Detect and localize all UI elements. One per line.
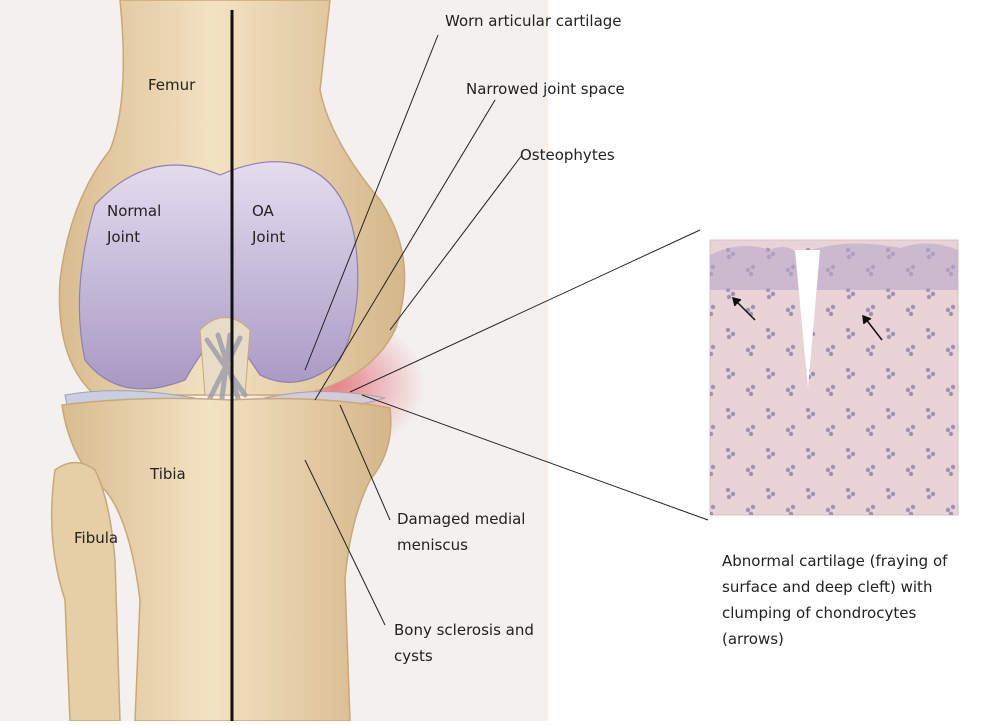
label-narrowed-space: Narrowed joint space: [466, 78, 625, 100]
histology-inset: [710, 240, 958, 515]
label-sclerosis-2: cysts: [394, 645, 433, 667]
label-meniscus-2: meniscus: [397, 534, 468, 556]
label-normal-joint-2: Joint: [107, 226, 140, 248]
label-fibula: Fibula: [74, 527, 118, 549]
frayed-surface: [710, 243, 958, 290]
label-oa-joint-2: Joint: [252, 226, 285, 248]
label-meniscus-1: Damaged medial: [397, 508, 525, 530]
label-oa-joint-1: OA: [252, 200, 274, 222]
label-tibia: Tibia: [150, 463, 186, 485]
caption-line-1: Abnormal cartilage (fraying of: [722, 550, 947, 572]
label-worn-cartilage: Worn articular cartilage: [445, 10, 622, 32]
caption-line-4: (arrows): [722, 628, 784, 650]
label-normal-joint-1: Normal: [107, 200, 161, 222]
label-sclerosis-1: Bony sclerosis and: [394, 619, 534, 641]
caption-line-2: surface and deep cleft) with: [722, 576, 932, 598]
caption-line-3: clumping of chondrocytes: [722, 602, 916, 624]
label-femur: Femur: [148, 74, 195, 96]
label-osteophytes: Osteophytes: [520, 144, 615, 166]
